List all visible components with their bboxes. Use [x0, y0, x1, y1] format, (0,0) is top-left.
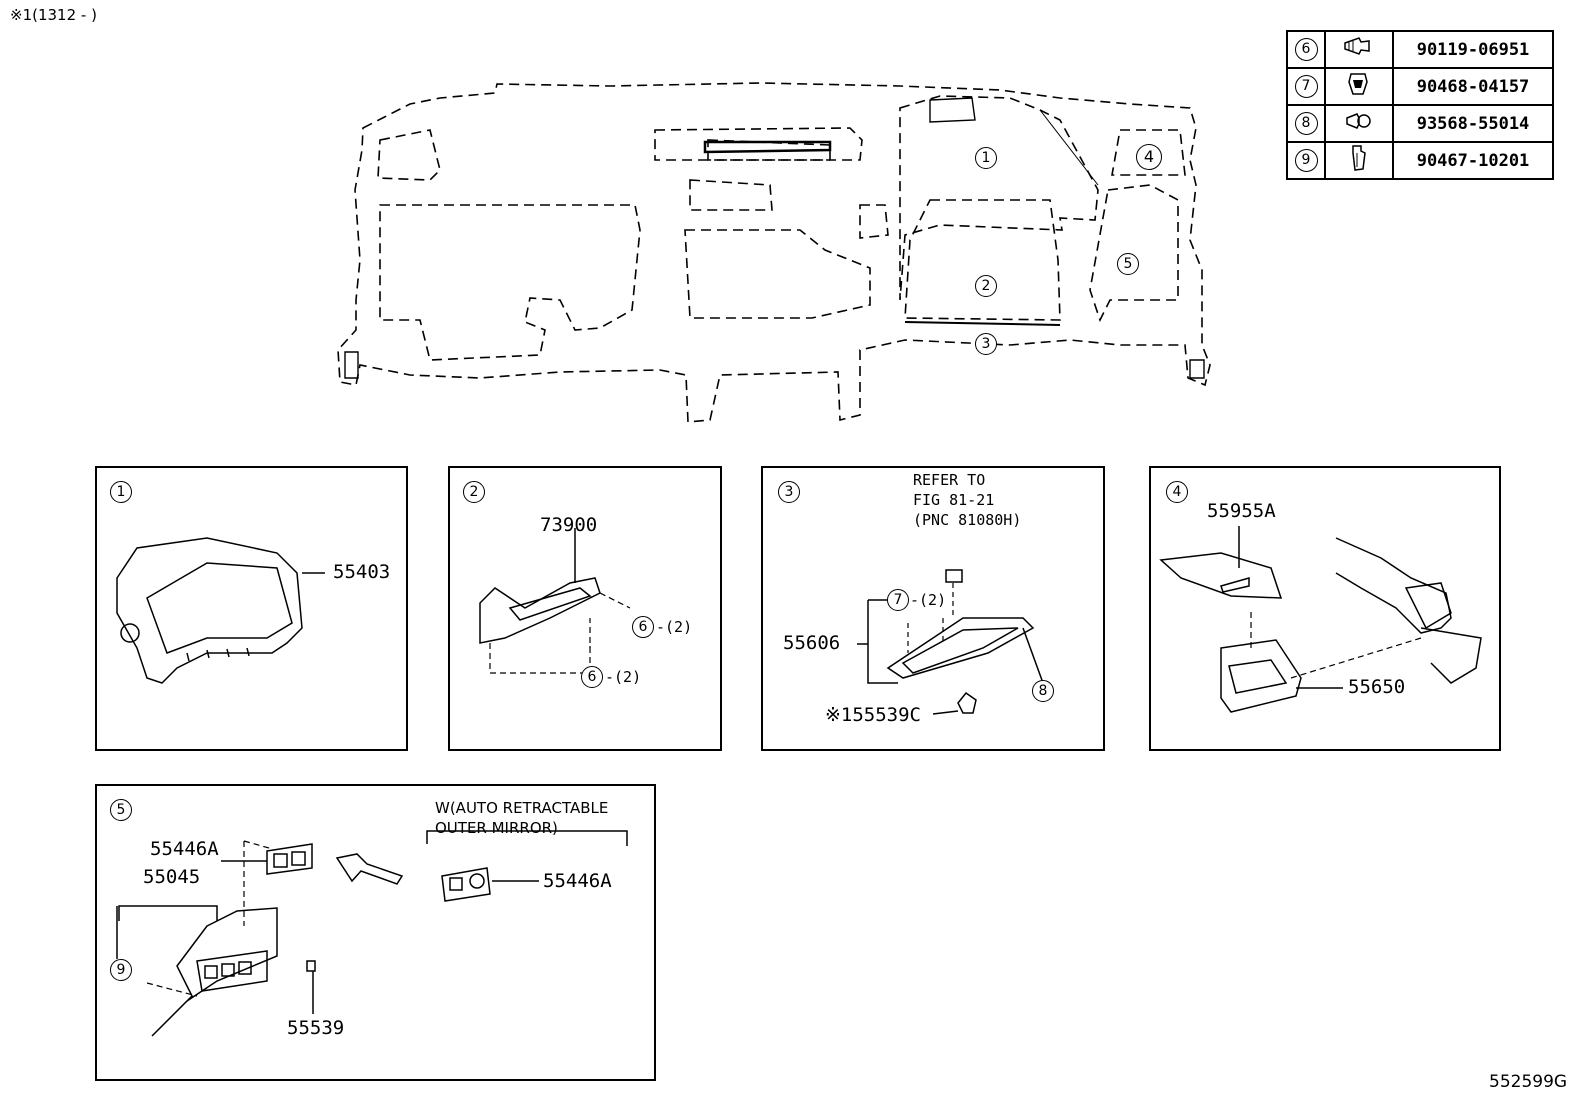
screw-icon [1324, 104, 1394, 143]
overview-callout-3: 3 [975, 333, 997, 355]
refer-line-2: FIG 81-21 [913, 491, 995, 509]
variant-line-1: W(AUTO RETRACTABLE [435, 799, 609, 817]
detail-panel-1: 1 55403 [95, 466, 408, 751]
legend-part: 90468-04157 [1392, 67, 1554, 106]
part-label-55403: 55403 [333, 561, 391, 583]
refer-line-1: REFER TO [913, 471, 986, 489]
legend-row: 7 90468-04157 [1286, 67, 1554, 106]
part-label-55606: 55606 [783, 632, 841, 654]
lower-panel-switch-drawing [116, 830, 628, 1037]
quantity-label: -(2) [910, 591, 947, 609]
nut-clip-icon [1324, 141, 1394, 180]
quantity-label: -(2) [605, 668, 642, 686]
refer-line-3: (PNC 81080H) [913, 511, 1022, 529]
legend-row: 8 93568-55014 [1286, 104, 1554, 143]
overview-callout-2: 2 [975, 275, 997, 297]
legend-row: 9 90467-10201 [1286, 141, 1554, 180]
fastener-callout-6: 6 [632, 616, 654, 638]
panel-number: 1 [110, 481, 132, 503]
figure-id: 552599G [1489, 1072, 1568, 1092]
part-label-55045: 55045 [143, 866, 201, 888]
legend-ref: 6 [1294, 38, 1318, 61]
vent-assembly-drawing [1159, 526, 1482, 713]
detail-panel-5: 5 W(AUTO RETRACTABLE OUTER MIRROR) 55446… [95, 784, 656, 1081]
legend-ref: 9 [1294, 149, 1318, 172]
part-label-55539c: ※155539C [825, 704, 921, 726]
part-label-55539: 55539 [287, 1017, 345, 1039]
quantity-label: -(2) [656, 618, 693, 636]
detail-panel-4: 4 55955A 55650 [1149, 466, 1501, 751]
part-label-55650: 55650 [1348, 676, 1406, 698]
fastener-callout-6: 6 [581, 666, 603, 688]
panel-number: 3 [778, 481, 800, 503]
legend-ref: 7 [1294, 75, 1318, 98]
panel-number: 5 [110, 799, 132, 821]
fastener-callout-9: 9 [110, 959, 132, 981]
fastener-legend: 6 90119-06951 7 90468-04157 8 93568-5501… [1286, 30, 1554, 180]
cluster-finish-panel-drawing [479, 528, 631, 674]
detail-panel-2: 2 73900 6 -(2) 6 -(2) [448, 466, 722, 751]
part-label-55955a: 55955A [1207, 500, 1276, 522]
part-label-55446a: 55446A [150, 838, 219, 860]
legend-part: 93568-55014 [1392, 104, 1554, 143]
panel-number: 4 [1166, 481, 1188, 503]
clip-icon [1324, 67, 1394, 106]
overview-callout-1: 1 [975, 147, 997, 169]
fastener-callout-8: 8 [1032, 680, 1054, 702]
part-label-73900: 73900 [540, 514, 598, 536]
part-label-55446a-variant: 55446A [543, 870, 612, 892]
legend-part: 90119-06951 [1392, 30, 1554, 69]
legend-row: 6 90119-06951 [1286, 30, 1554, 69]
legend-ref: 8 [1294, 112, 1318, 135]
bolt-icon [1324, 30, 1394, 69]
overview-callout-5: 5 [1117, 253, 1139, 275]
lower-cover-drawing [857, 569, 1044, 715]
fastener-callout-7: 7 [887, 589, 909, 611]
legend-part: 90467-10201 [1392, 141, 1554, 180]
panel-number: 2 [463, 481, 485, 503]
overview-callout-4: 4 [1136, 144, 1162, 170]
header-note: ※1(1312 - ) [10, 6, 97, 24]
instrument-cluster-hood-drawing [116, 537, 325, 684]
detail-panel-3: 3 REFER TO FIG 81-21 (PNC 81080H) 7 -(2)… [761, 466, 1105, 751]
